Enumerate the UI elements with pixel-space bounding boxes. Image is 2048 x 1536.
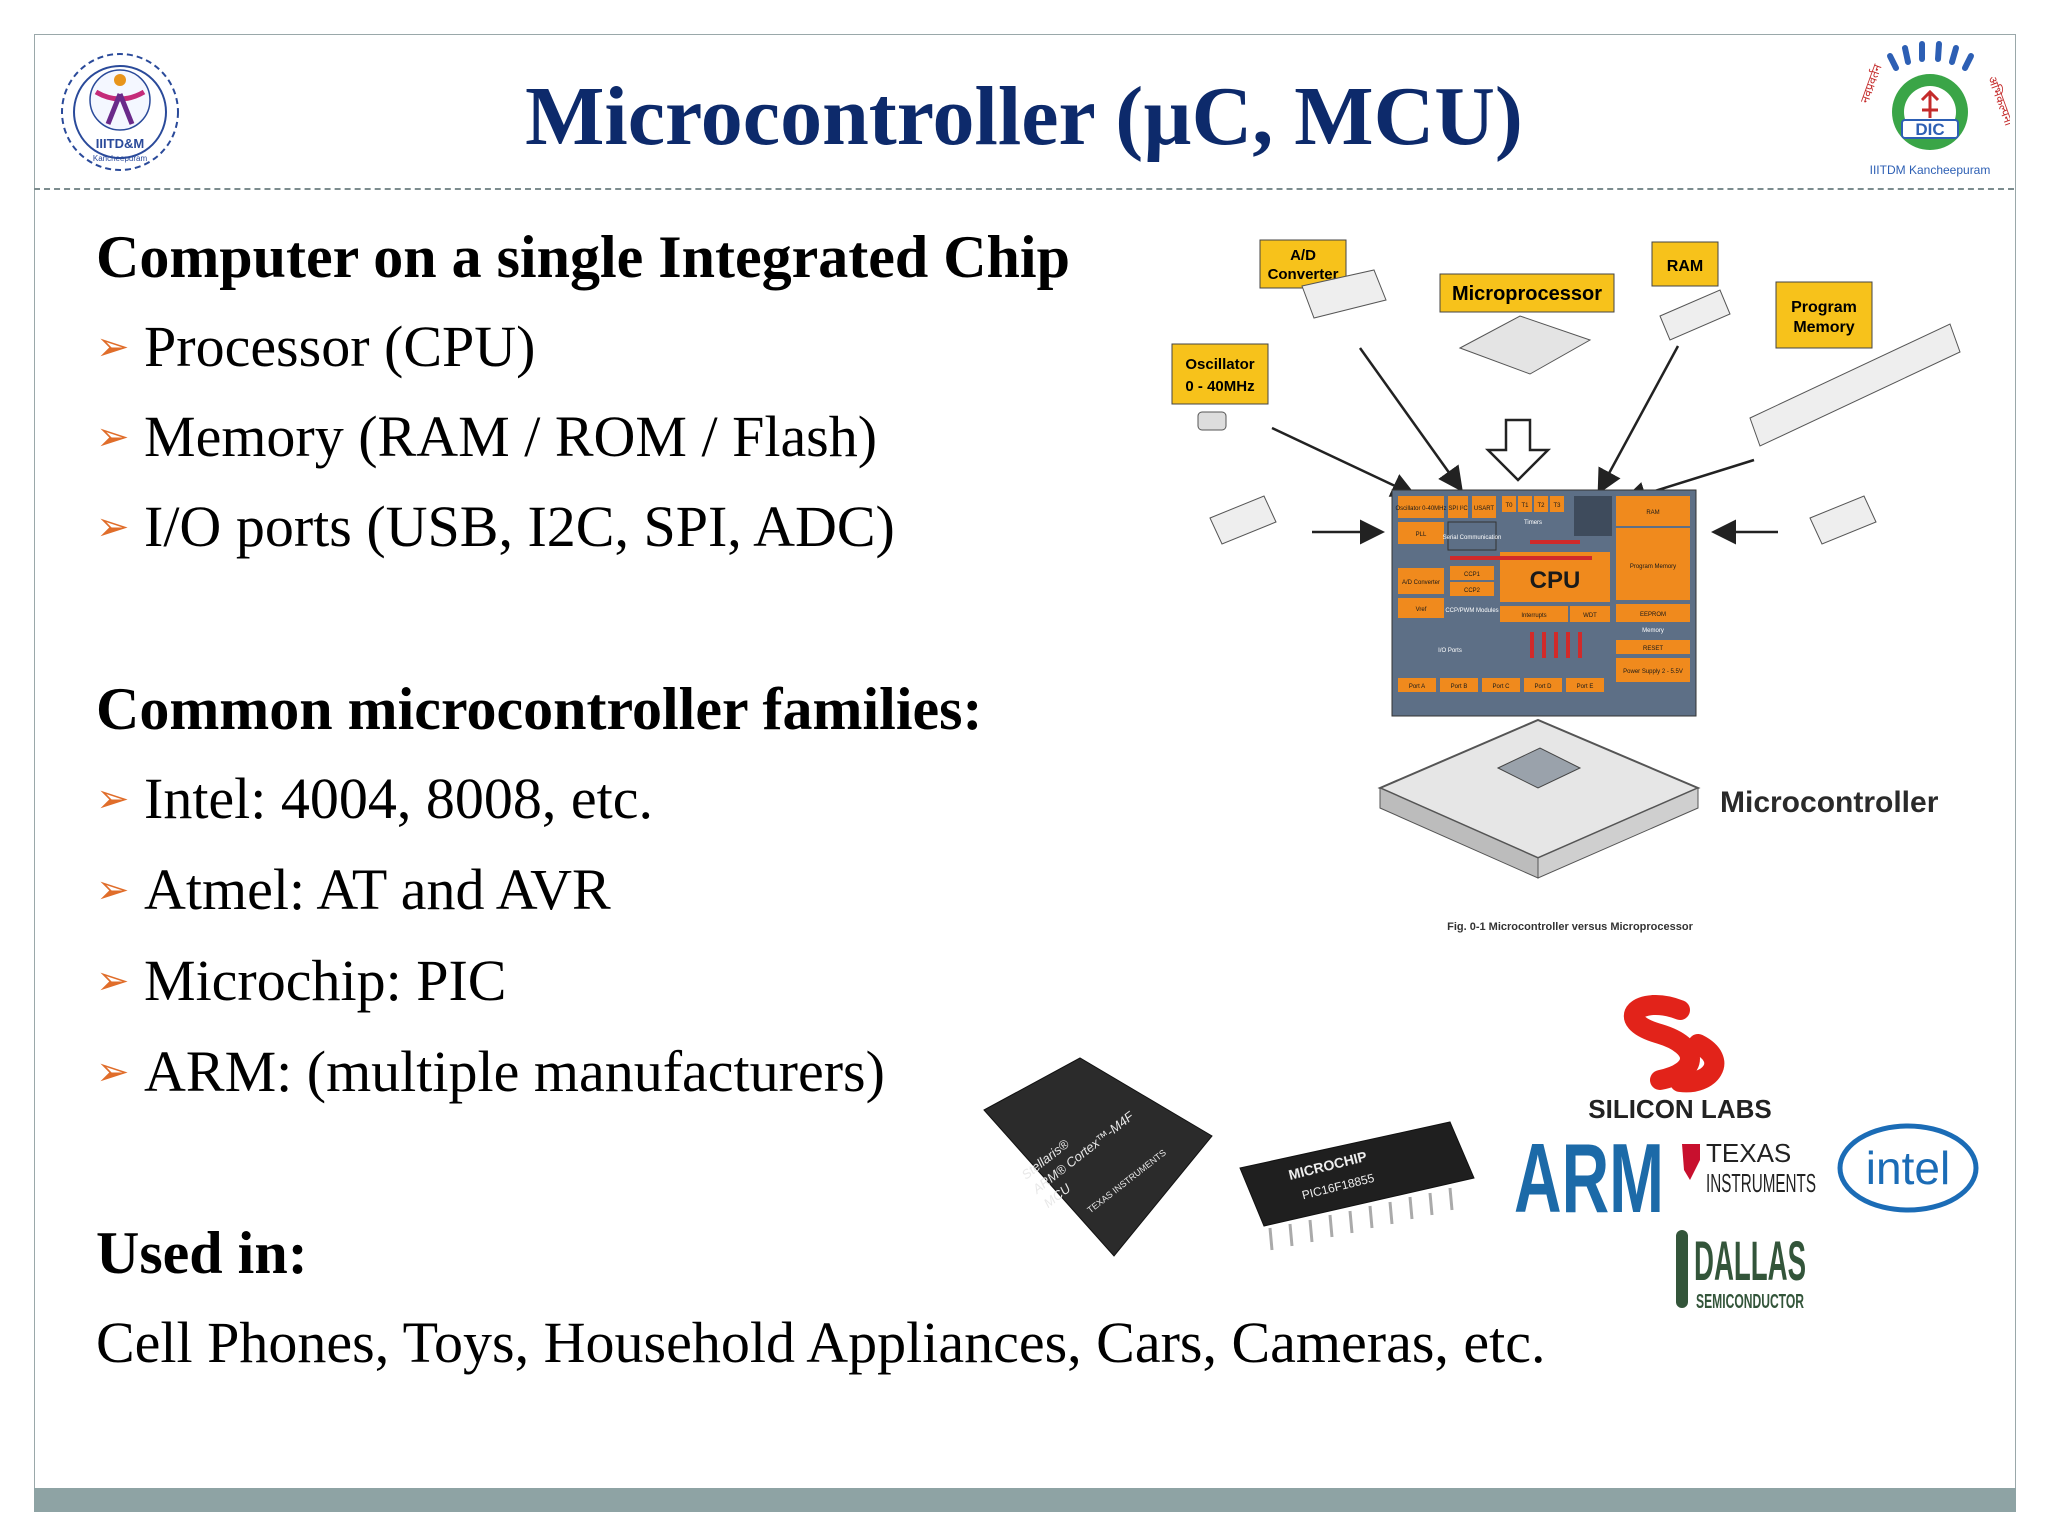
svg-text:T0: T0 bbox=[1505, 503, 1513, 509]
svg-text:Port A: Port A bbox=[1409, 684, 1425, 690]
svg-text:A/D Converter: A/D Converter bbox=[1402, 580, 1440, 586]
bottom-bar bbox=[34, 1488, 2016, 1512]
slide-frame bbox=[34, 34, 2016, 1489]
svg-text:RAM: RAM bbox=[1646, 510, 1659, 516]
io-chip-left bbox=[1209, 495, 1277, 545]
down-arrow-icon bbox=[1484, 418, 1552, 482]
section1-heading: Computer on a single Integrated Chip bbox=[96, 224, 1070, 290]
svg-text:Port E: Port E bbox=[1577, 684, 1594, 690]
pic-chip: MICROCHIP PIC16F18855 bbox=[1239, 1121, 1475, 1251]
svg-text:Microprocessor: Microprocessor bbox=[1452, 283, 1602, 305]
svg-text:CCP2: CCP2 bbox=[1464, 588, 1481, 594]
bullet-arrow-icon: ➢ bbox=[96, 867, 130, 912]
stellaris-chip: Stellaris® ARM® Cortex™-M4F MCU TEXAS IN… bbox=[983, 1057, 1213, 1257]
svg-text:Port C: Port C bbox=[1492, 684, 1510, 690]
bullet-arrow-icon: ➢ bbox=[96, 504, 130, 549]
section1-bullet-3: ➢I/O ports (USB, I2C, SPI, ADC) bbox=[96, 490, 895, 564]
svg-text:Oscillator: Oscillator bbox=[1185, 356, 1254, 373]
section1-bullet-2: ➢Memory (RAM / ROM / Flash) bbox=[96, 400, 877, 474]
section2-bullet-2: ➢Atmel: AT and AVR bbox=[96, 853, 611, 927]
microcontroller-label: Microcontroller bbox=[1720, 786, 1939, 819]
svg-text:PLL: PLL bbox=[1416, 532, 1427, 538]
svg-text:intel: intel bbox=[1866, 1142, 1950, 1194]
svg-text:A/D: A/D bbox=[1290, 247, 1316, 264]
io-chip-right bbox=[1809, 495, 1877, 545]
svg-text:0 - 40MHz: 0 - 40MHz bbox=[1185, 378, 1254, 395]
svg-text:I/O Ports: I/O Ports bbox=[1438, 648, 1462, 654]
iiitdm-logo-icon: IIITD&M Kancheepuram bbox=[61, 53, 179, 171]
microprocessor-chip: Microprocessor bbox=[1439, 273, 1615, 375]
svg-text:Memory: Memory bbox=[1642, 628, 1664, 634]
section2-heading: Common microcontroller families: bbox=[96, 676, 983, 742]
svg-text:T1: T1 bbox=[1521, 503, 1529, 509]
bullet-arrow-icon: ➢ bbox=[96, 958, 130, 1003]
svg-text:RESET: RESET bbox=[1643, 646, 1663, 652]
diagram-caption: Fig. 0-1 Microcontroller versus Micropro… bbox=[1447, 921, 1693, 933]
svg-text:RAM: RAM bbox=[1667, 258, 1703, 275]
ram-chip: RAM bbox=[1651, 241, 1731, 341]
section2-bullet-3: ➢Microchip: PIC bbox=[96, 944, 506, 1018]
svg-text:CCP/PWM Modules: CCP/PWM Modules bbox=[1445, 608, 1498, 614]
svg-text:SPI I²C: SPI I²C bbox=[1448, 506, 1468, 512]
bullet-arrow-icon: ➢ bbox=[96, 776, 130, 821]
left-logo-text: IIITD&M bbox=[96, 136, 144, 151]
svg-text:T3: T3 bbox=[1553, 503, 1561, 509]
svg-text:DALLAS: DALLAS bbox=[1694, 1229, 1806, 1292]
oscillator-chip: Oscillator 0 - 40MHz bbox=[1171, 343, 1269, 431]
ad-converter-chip: A/D Converter bbox=[1259, 239, 1387, 319]
left-logo-subtext: Kancheepuram bbox=[93, 154, 148, 163]
dic-arc-right: अभिकल्पना bbox=[1985, 74, 2010, 128]
svg-text:Vref: Vref bbox=[1416, 607, 1427, 613]
svg-text:Interrupts: Interrupts bbox=[1521, 613, 1546, 619]
dic-logo-subtext: IIITDM Kancheepuram bbox=[1870, 163, 1991, 177]
intel-logo: intel bbox=[1837, 1123, 1979, 1213]
svg-text:Port D: Port D bbox=[1534, 684, 1552, 690]
svg-text:Program Memory: Program Memory bbox=[1630, 564, 1676, 570]
svg-text:Serial Communication: Serial Communication bbox=[1443, 535, 1502, 541]
svg-text:Port B: Port B bbox=[1451, 684, 1468, 690]
svg-text:Memory: Memory bbox=[1793, 319, 1854, 336]
svg-text:Oscillator 0-40MHz: Oscillator 0-40MHz bbox=[1395, 506, 1446, 512]
dic-logo-text: DIC bbox=[1915, 120, 1944, 139]
svg-text:Program: Program bbox=[1791, 299, 1857, 316]
svg-text:CPU: CPU bbox=[1530, 567, 1581, 594]
section3-text: Cell Phones, Toys, Household Appliances,… bbox=[96, 1310, 1546, 1375]
program-memory-chip: Program Memory bbox=[1749, 281, 1961, 447]
section3-heading: Used in: bbox=[96, 1220, 308, 1286]
dic-logo-icon: DIC नवप्रवर्तन अभिकल्पना IIITDM Kancheep… bbox=[1858, 41, 2010, 177]
arm-logo: ARM bbox=[1514, 1123, 1664, 1233]
title-divider bbox=[34, 188, 2014, 190]
svg-text:Converter: Converter bbox=[1268, 266, 1339, 283]
dallas-logo: DALLAS SEMICONDUCTOR bbox=[1676, 1229, 1806, 1313]
section2-bullet-1: ➢Intel: 4004, 8008, etc. bbox=[96, 762, 653, 836]
vendor-logos: SILICON LABS ARM TEXAS INSTRUMENTS intel… bbox=[1514, 995, 1979, 1313]
svg-text:Power Supply 2 - 5.5V: Power Supply 2 - 5.5V bbox=[1623, 669, 1683, 675]
bullet-arrow-icon: ➢ bbox=[96, 324, 130, 369]
chip-photos: Stellaris® ARM® Cortex™-M4F MCU TEXAS IN… bbox=[983, 1057, 1475, 1257]
svg-text:SEMICONDUCTOR: SEMICONDUCTOR bbox=[1696, 1291, 1804, 1313]
microcontroller-diagram: A/D Converter Microprocessor RAM Program… bbox=[1171, 239, 1961, 933]
microcontroller-chip: Microcontroller bbox=[1377, 718, 1939, 879]
svg-text:T2: T2 bbox=[1537, 503, 1545, 509]
silicon-labs-logo: SILICON LABS bbox=[1588, 995, 1772, 1124]
bullet-arrow-icon: ➢ bbox=[96, 414, 130, 459]
bullet-arrow-icon: ➢ bbox=[96, 1049, 130, 1094]
svg-text:INSTRUMENTS: INSTRUMENTS bbox=[1706, 1168, 1816, 1198]
svg-text:EEPROM: EEPROM bbox=[1640, 612, 1666, 618]
svg-text:CCP1: CCP1 bbox=[1464, 572, 1481, 578]
dic-arc-left: नवप्रवर्तन bbox=[1858, 62, 1885, 105]
svg-text:Timers: Timers bbox=[1524, 520, 1542, 526]
section2-bullet-4: ➢ARM: (multiple manufacturers) bbox=[96, 1035, 885, 1109]
svg-text:SILICON LABS: SILICON LABS bbox=[1588, 1094, 1771, 1124]
slide-title: Microcontroller (µC, MCU) bbox=[525, 70, 1523, 163]
mcu-block-diagram: Oscillator 0-40MHz SPI I²C USART T0 T1 T… bbox=[1391, 489, 1697, 717]
svg-text:USART: USART bbox=[1474, 506, 1495, 512]
svg-text:TEXAS: TEXAS bbox=[1706, 1138, 1791, 1168]
svg-text:WDT: WDT bbox=[1583, 613, 1597, 619]
ti-logo: TEXAS INSTRUMENTS bbox=[1682, 1138, 1816, 1198]
section1-bullet-1: ➢Processor (CPU) bbox=[96, 310, 535, 384]
